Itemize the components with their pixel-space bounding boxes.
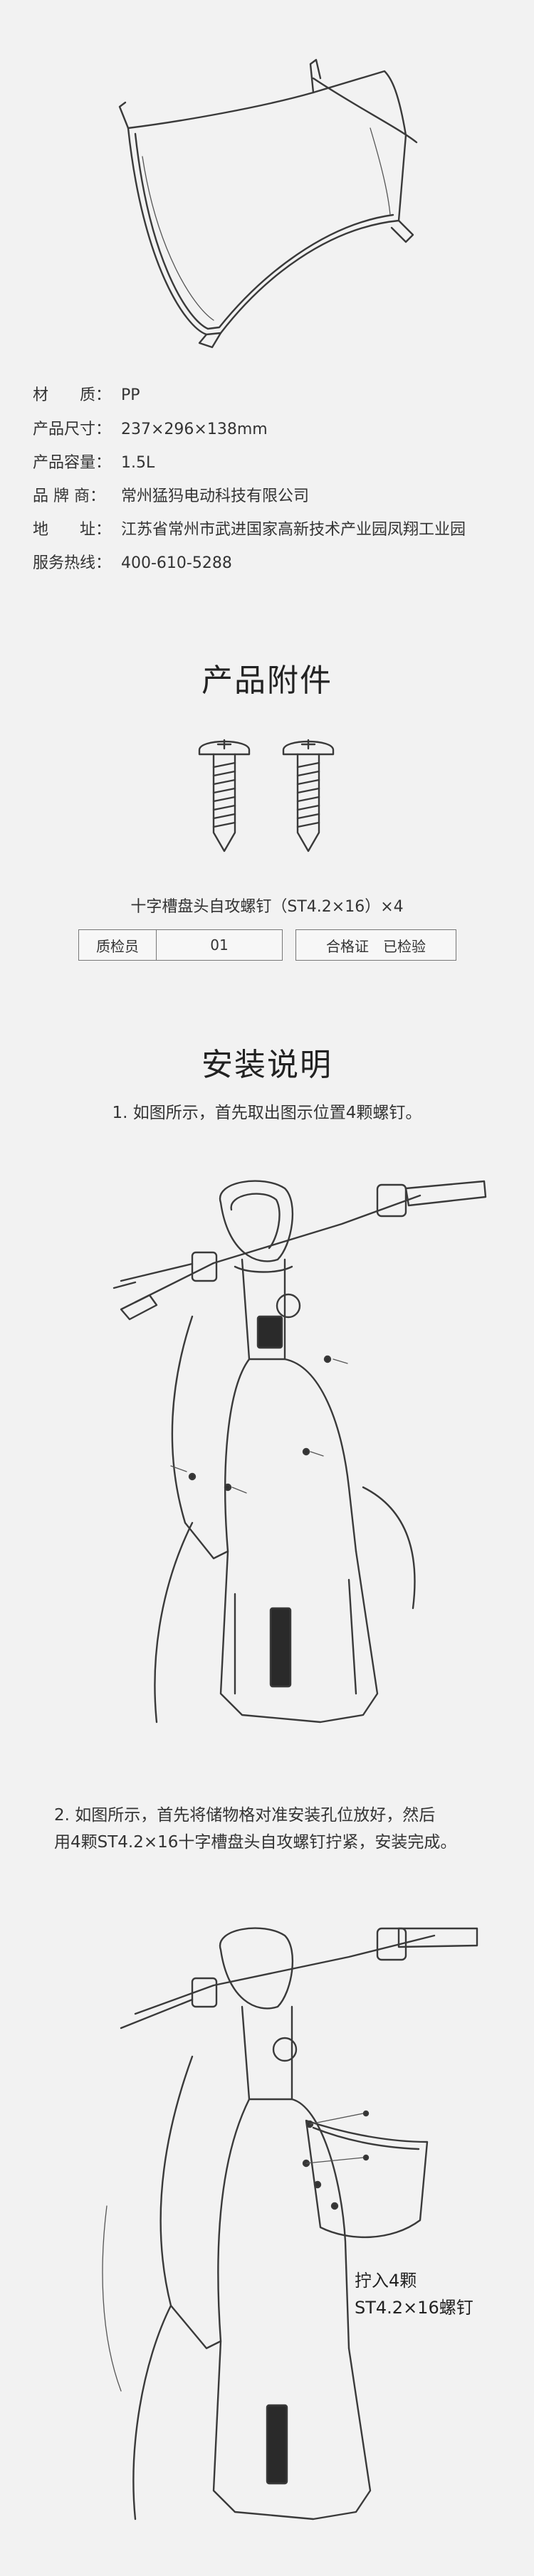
spec-hotline: 服务热线： 400-610-5288 [33, 556, 232, 571]
accessories-title: 产品附件 [201, 663, 333, 699]
spec-label: 产品容量： [33, 454, 112, 472]
install-callout-line-2: ST4.2×16螺钉 [355, 2298, 473, 2318]
spec-label: 产品尺寸： [33, 421, 112, 438]
spec-value: 400-610-5288 [121, 554, 232, 572]
install-step-2-line-2: 用4颗ST4.2×16十字槽盘头自攻螺钉拧紧，安装完成。 [54, 1833, 457, 1852]
qc-inspector-cell: 质检员 01 [78, 929, 283, 961]
spec-label: 材 质： [33, 386, 112, 404]
spec-value: PP [121, 386, 140, 404]
install-step-1: 1. 如图所示，首先取出图示位置4颗螺钉。 [0, 1099, 534, 1126]
qc-cert-text: 合格证 已检验 [326, 937, 426, 955]
spec-label: 服务热线： [33, 554, 112, 572]
spec-address: 地 址： 江苏省常州市武进国家高新技术产业园凤翔工业园 [33, 522, 466, 538]
qc-cert-cell: 合格证 已检验 [295, 929, 456, 961]
install-step-2: 2. 如图所示，首先将储物格对准安装孔位放好，然后 用4颗ST4.2×16十字槽… [54, 1802, 510, 1856]
qc-table: 质检员 01 合格证 已检验 [78, 929, 456, 961]
spec-capacity: 产品容量： 1.5L [33, 455, 155, 471]
qc-inspector-label: 质检员 [79, 930, 157, 960]
spec-value: 1.5L [121, 454, 155, 472]
install-step-2-line-1: 2. 如图所示，首先将储物格对准安装孔位放好，然后 [54, 1806, 436, 1825]
spec-value: 江苏省常州市武进国家高新技术产业园凤翔工业园 [121, 521, 466, 539]
screw-icon [198, 739, 251, 852]
screw-caption: 十字槽盘头自攻螺钉（ST4.2×16）×4 [130, 898, 404, 916]
spec-value: 常州猛犸电动科技有限公司 [121, 487, 310, 505]
install-title: 安装说明 [201, 1047, 333, 1083]
spec-size: 产品尺寸： 237×296×138mm [33, 422, 268, 438]
screw-icon [282, 739, 335, 852]
spec-label: 品 牌 商： [33, 487, 105, 505]
install-callout-line-1: 拧入4颗 [355, 2271, 417, 2291]
install-step-1-text: 1. 如图所示，首先取出图示位置4颗螺钉。 [112, 1104, 422, 1122]
spec-label: 地 址： [33, 521, 112, 539]
spec-brand: 品 牌 商： 常州猛犸电动科技有限公司 [33, 489, 309, 505]
spec-material: 材 质： PP [33, 388, 140, 403]
product-drawing [118, 58, 418, 349]
spec-value: 237×296×138mm [121, 421, 268, 438]
scooter-drawing-1 [112, 1180, 487, 1724]
scooter-drawing-2 [102, 1927, 478, 2520]
qc-inspector-value: 01 [210, 936, 229, 954]
install-callout: 拧入4颗 ST4.2×16螺钉 [355, 2267, 473, 2321]
